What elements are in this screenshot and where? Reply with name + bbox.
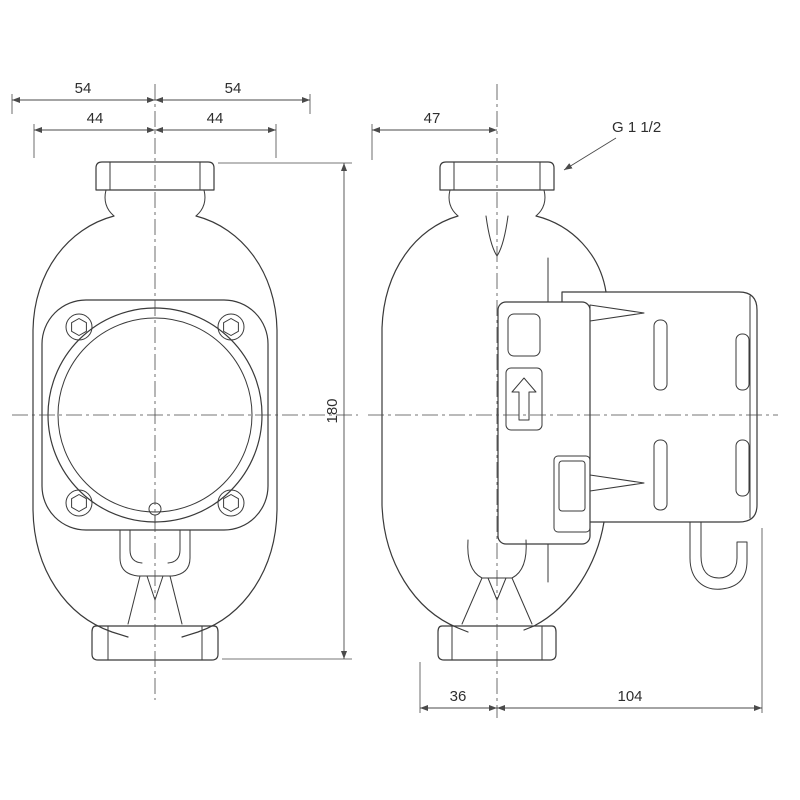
- dimension-front-outer-width: 54 54: [11, 80, 311, 114]
- side-body-outline: [381, 215, 607, 633]
- dimension-front-inner-width: 44 44: [33, 110, 277, 158]
- dim-label-54-left: 54: [75, 80, 92, 97]
- corner-screw: [65, 313, 93, 341]
- terminal-box-inner: [558, 460, 586, 512]
- dim-label-180: 180: [324, 398, 341, 423]
- flow-direction-arrow-icon: [511, 377, 537, 421]
- corner-screw: [65, 489, 93, 517]
- terminal-box: [553, 455, 591, 533]
- clamp-clip: [589, 304, 645, 322]
- dim-label-104: 104: [617, 688, 642, 705]
- thread-size-callout: G 1 1/2: [563, 119, 661, 171]
- cable-hook: [689, 521, 748, 590]
- centerlines: [12, 84, 778, 718]
- arrow-plate: [505, 367, 543, 431]
- dim-label-44-right: 44: [207, 110, 224, 127]
- front-bottom-assembly: [91, 529, 219, 661]
- side-top-flange: [439, 161, 555, 217]
- front-top-flange: [95, 161, 215, 217]
- dim-label-54-right: 54: [225, 80, 242, 97]
- dimension-front-height: 180: [218, 162, 352, 660]
- front-view: 54 54 44 44 180: [11, 80, 352, 661]
- corner-screw: [217, 489, 245, 517]
- side-view: 47 G 1 1/2 36 104: [371, 110, 763, 713]
- clamp-clip: [589, 474, 645, 492]
- dimension-side-bottom: 36 104: [419, 528, 763, 713]
- motor-housing: [561, 291, 758, 590]
- vent-slot: [735, 439, 750, 497]
- dim-label-47: 47: [424, 110, 441, 127]
- dim-label-44-left: 44: [87, 110, 104, 127]
- dim-label-36: 36: [450, 688, 467, 705]
- display-window: [507, 313, 541, 357]
- thread-size-label: G 1 1/2: [612, 119, 661, 136]
- front-body-outline: [32, 215, 278, 638]
- vent-slot: [735, 333, 750, 391]
- control-box: [497, 301, 591, 545]
- dimension-side-top-width: 47: [371, 110, 497, 160]
- vent-slot: [653, 319, 668, 391]
- corner-screw: [217, 313, 245, 341]
- vent-slot: [653, 439, 668, 511]
- side-bottom-assembly: [437, 539, 557, 661]
